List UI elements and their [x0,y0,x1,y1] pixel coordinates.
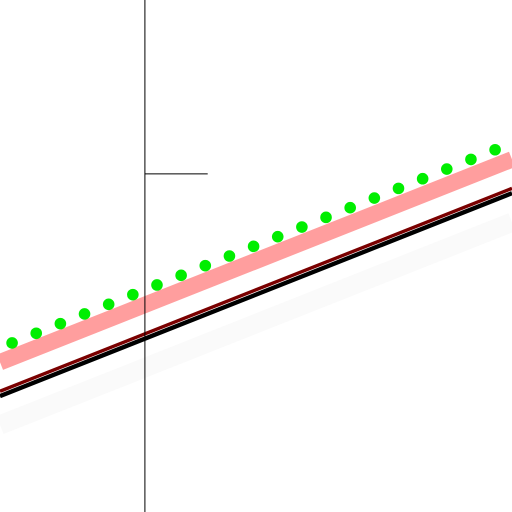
data-point [416,172,429,185]
series-band-0 [0,213,512,435]
data-point [392,182,405,195]
data-point [320,211,332,224]
data-point [223,250,236,262]
data-point [247,240,260,253]
data-point [78,308,91,320]
data-point [440,163,453,175]
series-line-3 [0,186,512,393]
data-point [465,153,477,166]
data-point [368,192,381,204]
data-point [489,143,501,156]
data-point [127,288,139,301]
data-point [102,298,115,311]
data-point [151,279,163,291]
data-point [6,337,18,349]
data-point [199,259,212,272]
data-point [54,317,67,330]
series-line-2 [0,191,512,399]
data-point [296,221,308,233]
data-point [30,327,43,340]
data-point [271,230,284,243]
data-point [344,201,356,214]
series-band-1 [0,151,512,370]
data-point [175,269,187,282]
